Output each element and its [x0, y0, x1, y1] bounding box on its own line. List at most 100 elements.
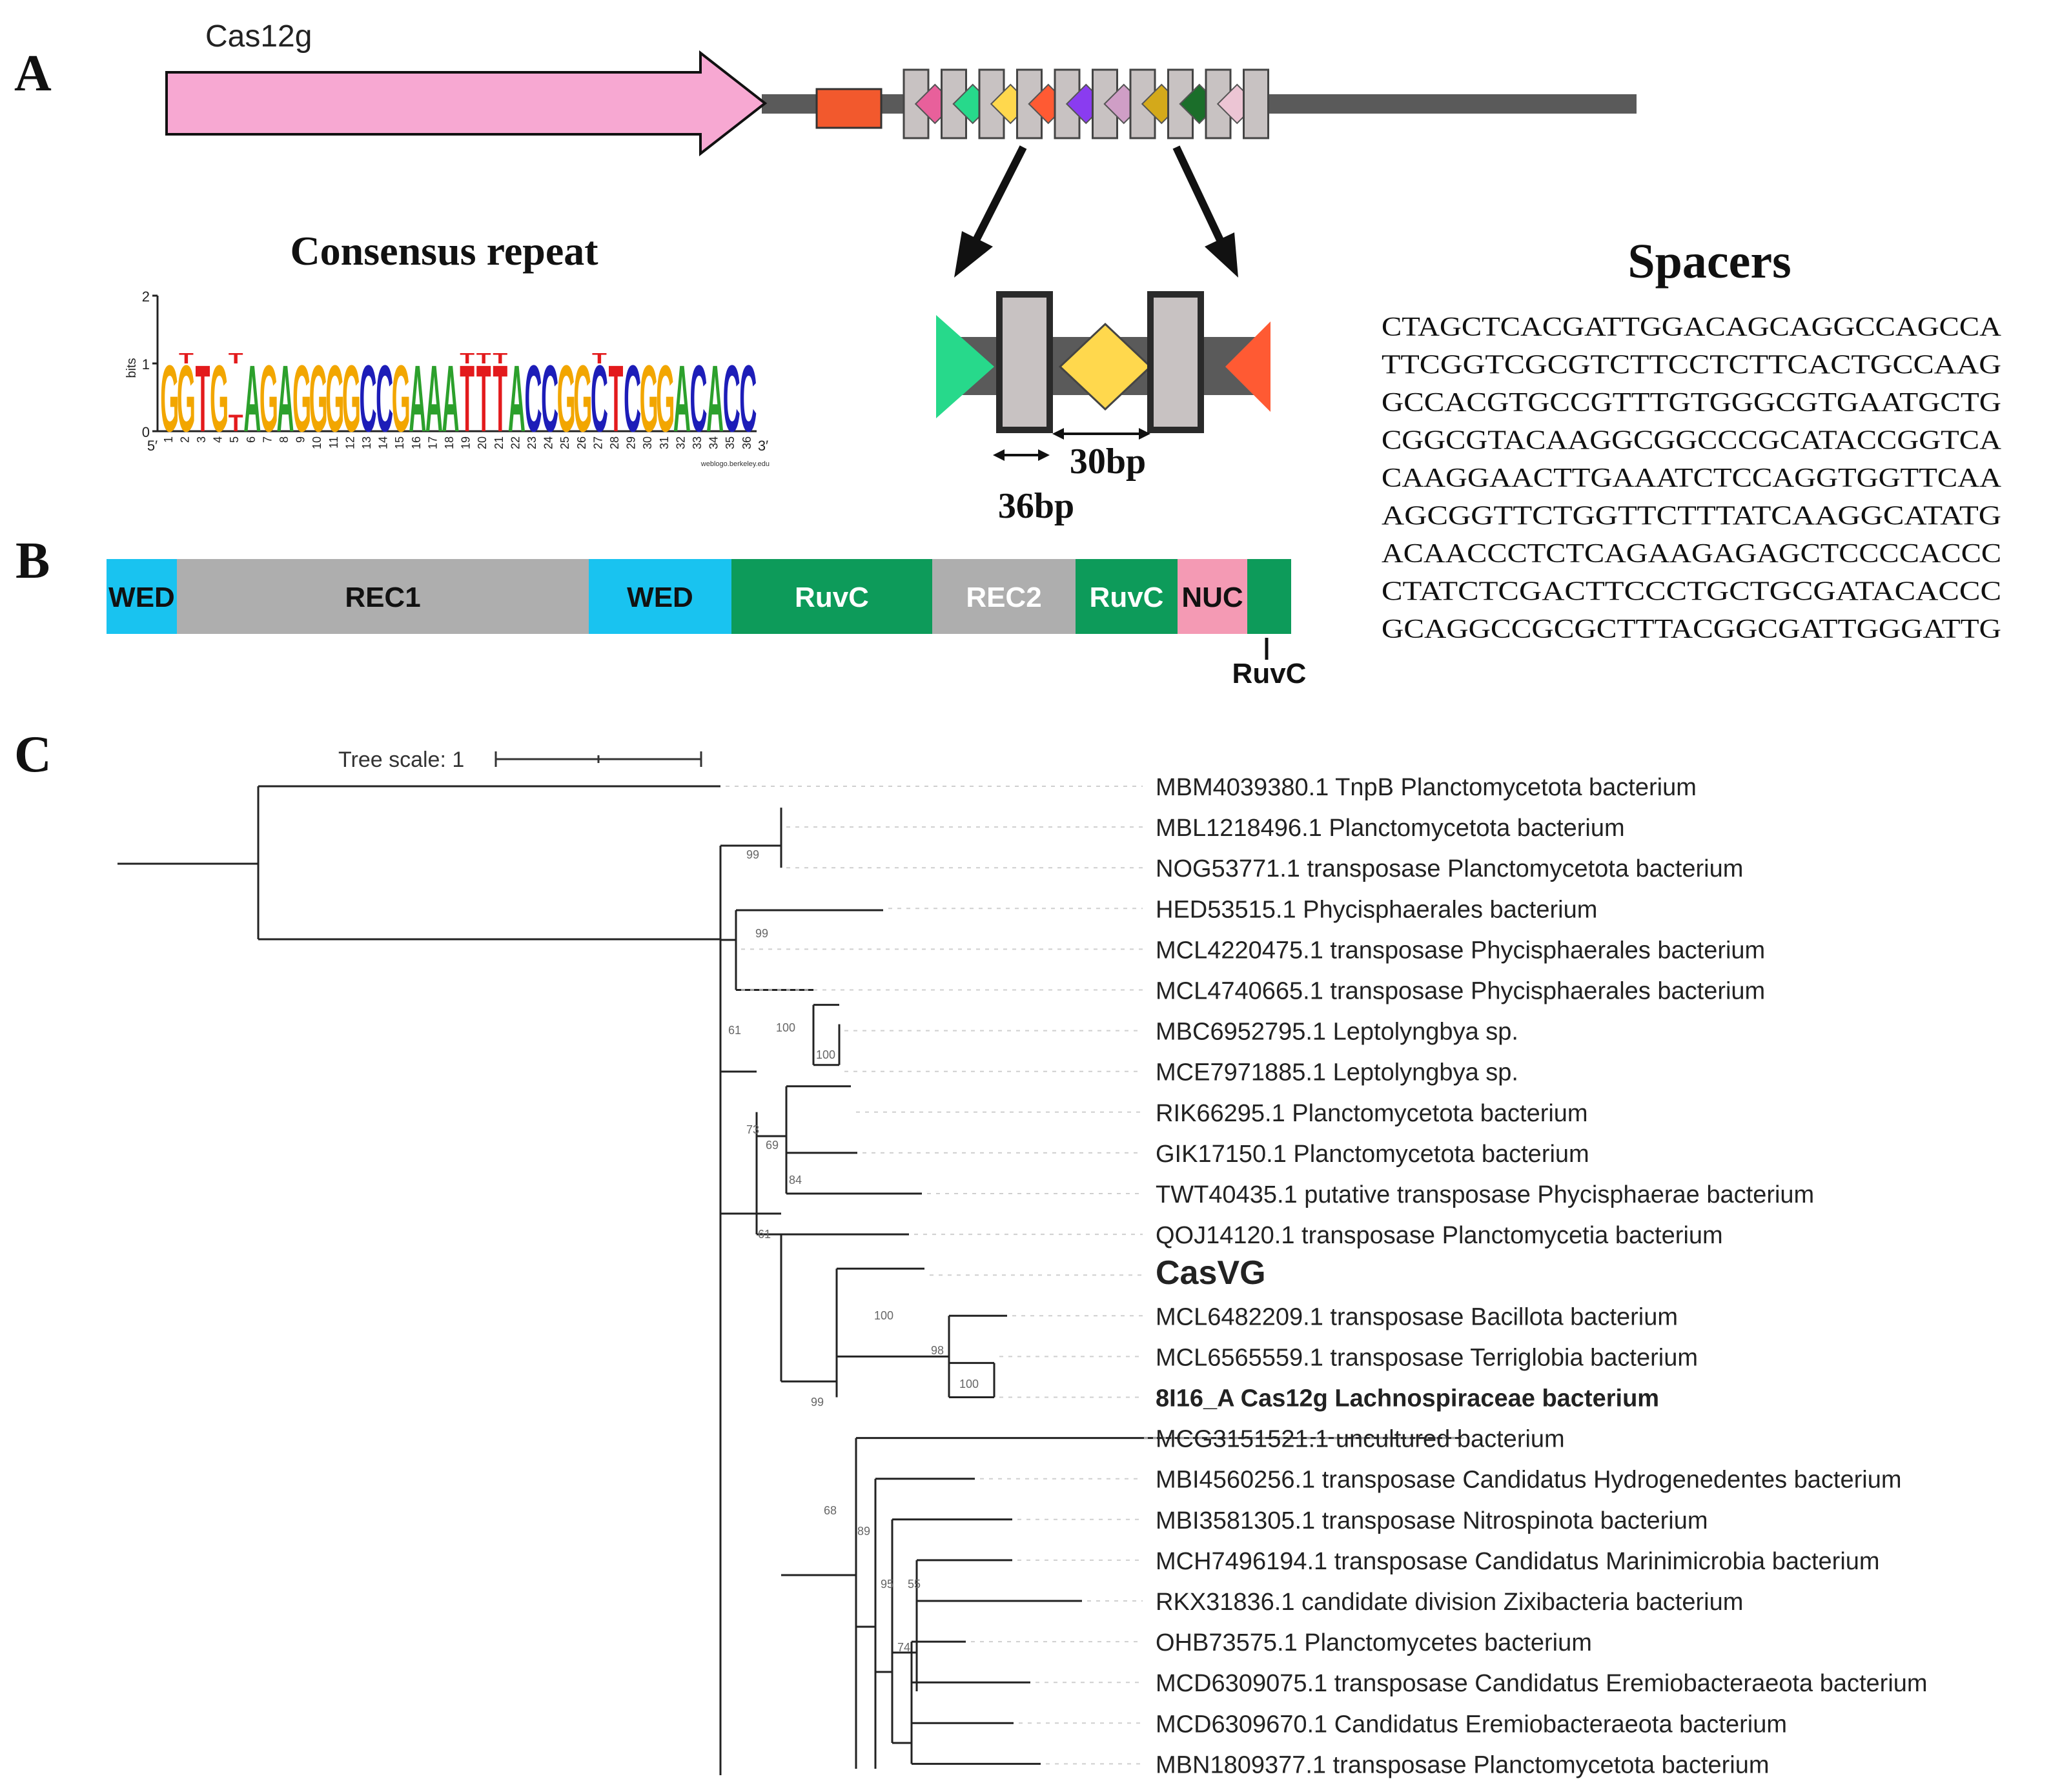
- logo-position: 14: [377, 436, 390, 449]
- logo-position: 3: [195, 436, 208, 443]
- domain-block: [1247, 559, 1291, 634]
- zoom-inset: 30bp 36bp: [936, 291, 1270, 526]
- tree-leaf-label: MBI4560256.1 transposase Candidatus Hydr…: [1156, 1467, 1902, 1494]
- logo-letter: G: [177, 345, 196, 451]
- tree-leaf-label: NOG53771.1 transposase Planctomycetota b…: [1156, 855, 1743, 882]
- tree-leaf-label: TWT40435.1 putative transposase Phycisph…: [1156, 1181, 1814, 1208]
- logo-position: 18: [443, 436, 456, 449]
- domain-block: [1178, 559, 1247, 634]
- tree-scale-label: Tree scale: 1: [338, 748, 464, 772]
- domain-block: [589, 559, 731, 634]
- logo-letter: G: [573, 345, 592, 451]
- bootstrap-value: 89: [857, 1525, 870, 1538]
- spacer-sequence: ACAACCCTCTCAGAAGAGAGCTCCCCACCC: [1382, 539, 2001, 569]
- logo-position: 13: [360, 436, 373, 449]
- sequence-logo: bits 2 1 0 5′ 3′ weblogo.berkeley.edu GG…: [125, 289, 770, 468]
- logo-position: 22: [509, 436, 522, 449]
- inset-spacer-middle: [1058, 322, 1152, 411]
- bootstrap-value: 100: [816, 1048, 835, 1061]
- tree-scale-bar: [495, 751, 702, 767]
- cas12g-label: Cas12g: [205, 19, 312, 54]
- logo-letter-top: T: [592, 350, 607, 367]
- panel-label-b: B: [15, 533, 50, 589]
- tree-leaf-label: CasVG: [1156, 1254, 1266, 1292]
- inset-spacer-left: [936, 315, 994, 418]
- logo-letter: C: [723, 345, 740, 451]
- tree-leaf-label: MCD6309075.1 transposase Candidatus Erem…: [1156, 1670, 1928, 1697]
- tree-leaf-label: MCL6482209.1 transposase Bacillota bacte…: [1156, 1303, 1678, 1330]
- logo-position: 21: [493, 436, 505, 449]
- logo-letter: A: [508, 345, 526, 451]
- bootstrap-value: 74: [897, 1641, 910, 1654]
- panel-label-c: C: [14, 726, 52, 783]
- logo-position: 29: [625, 436, 638, 449]
- tree-leaf-label: MBI3581305.1 transposase Nitrospinota ba…: [1156, 1507, 1708, 1534]
- logo-y-axis-label: bits: [125, 358, 139, 378]
- logo-position: 1: [162, 436, 175, 443]
- inset-spacer-right: [1225, 321, 1270, 412]
- tree-leaf-label: MCL4740665.1 transposase Phycisphaerales…: [1156, 978, 1765, 1005]
- tree-leaf-label: GIK17150.1 Planctomycetota bacterium: [1156, 1141, 1589, 1168]
- logo-position: 6: [245, 436, 258, 443]
- logo-position: 19: [460, 436, 473, 449]
- tree-leaf-label: MBM4039380.1 TnpB Planctomycetota bacter…: [1156, 774, 1697, 801]
- logo-position: 15: [393, 436, 406, 449]
- logo-position: 2: [178, 436, 191, 443]
- domain-label: REC1: [345, 582, 420, 613]
- logo-position: 30: [641, 436, 654, 449]
- bootstrap-value: 61: [728, 1024, 741, 1037]
- spacer-sequence: AGCGGTTCTGGTTCTTTATCAAGGCATATG: [1382, 502, 2001, 531]
- logo-letter: T: [476, 345, 491, 451]
- logo-y-tick: 1: [142, 356, 150, 372]
- logo-letter: T: [460, 345, 474, 451]
- logo-letter-top: T: [179, 350, 194, 367]
- logo-position: 34: [708, 436, 720, 449]
- tree-leaf-label: MCL6565559.1 transposase Terriglobia bac…: [1156, 1344, 1698, 1371]
- logo-letter: G: [325, 345, 344, 451]
- bootstrap-value: 100: [959, 1378, 979, 1390]
- logo-position: 32: [674, 436, 687, 449]
- logo-letter: C: [739, 345, 757, 451]
- domain-block: [177, 559, 589, 634]
- logo-5prime: 5′: [147, 438, 158, 454]
- cas12g-gene-arrow: [165, 50, 768, 157]
- measure-spacer-30bp: 30bp: [1070, 442, 1146, 482]
- tree-leaf-label: MBL1218496.1 Planctomycetota bacterium: [1156, 815, 1625, 842]
- logo-letter: G: [309, 345, 328, 451]
- logo-credit: weblogo.berkeley.edu: [700, 460, 770, 468]
- logo-position: 33: [691, 436, 704, 449]
- logo-letter: A: [409, 345, 426, 451]
- logo-position: 4: [212, 436, 225, 443]
- logo-letter-top: T: [493, 350, 507, 367]
- domain-label: NUC: [1181, 582, 1243, 613]
- bootstrap-value: 68: [824, 1504, 837, 1517]
- spacer-sequence: TTCGGTCGCGTCTTCCTCTTCACTGCCAAG: [1382, 351, 2001, 380]
- logo-letter: C: [541, 345, 558, 451]
- logo-letter: G: [160, 345, 179, 451]
- logo-letter: G: [292, 345, 311, 451]
- logo-letter: A: [673, 345, 691, 451]
- spacer-sequence: CGGCGTACAAGGCGGCCCGCATACCGGTCA: [1382, 426, 2002, 456]
- domain-block: [107, 559, 177, 634]
- measure-repeat-36bp: 36bp: [998, 486, 1074, 526]
- panel-label-a: A: [14, 45, 52, 102]
- logo-position: 17: [426, 436, 439, 449]
- domain-label: RuvC: [1090, 582, 1164, 613]
- domain-label: WED: [627, 582, 693, 613]
- logo-letter: A: [276, 345, 294, 451]
- bootstrap-value: 69: [766, 1139, 779, 1152]
- logo-letter: T: [196, 345, 210, 451]
- logo-letter: G: [392, 345, 411, 451]
- logo-y-tick: 2: [142, 289, 150, 305]
- ruvc-callout-label: RuvC: [1232, 658, 1307, 689]
- bootstrap-value: 55: [908, 1578, 921, 1591]
- logo-position: 35: [724, 436, 737, 449]
- spacer-sequence: CTAGCTCACGATTGGACAGCAGGCCAGCCA: [1382, 312, 2002, 342]
- tree-leaf-label: RIK66295.1 Planctomycetota bacterium: [1156, 1100, 1588, 1127]
- logo-letter: T: [229, 409, 243, 436]
- tree-leaf-label: QOJ14120.1 transposase Planctomycetia ba…: [1156, 1222, 1723, 1249]
